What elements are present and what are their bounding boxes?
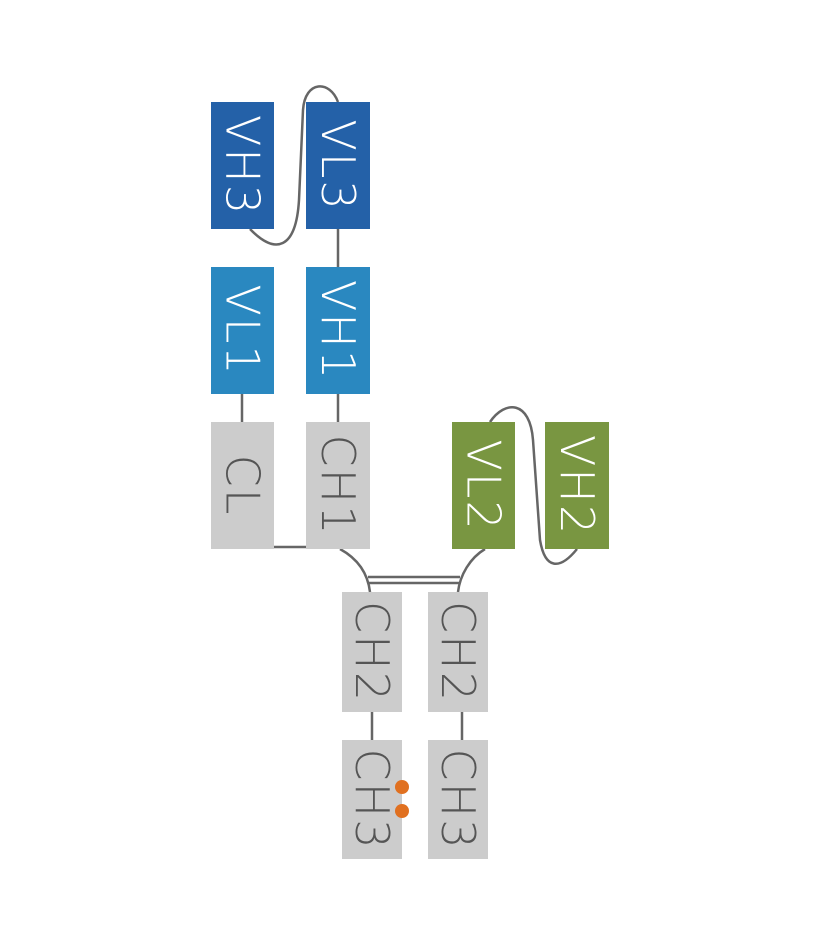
domain-vl1: VL1 <box>211 267 274 394</box>
linker-vh3-vl3 <box>249 85 340 246</box>
domain-box <box>342 740 402 859</box>
hinge-vl2-ch2b <box>456 547 486 593</box>
domain-label: CH2 <box>431 601 485 703</box>
knob-dot-1 <box>395 780 409 794</box>
domain-vh2: VH2 <box>545 422 609 549</box>
domain-ch1: CH1 <box>306 422 370 549</box>
domain-box <box>545 422 609 549</box>
domain-label: CH2 <box>345 601 399 703</box>
domain-ch3a: CH3 <box>342 740 402 859</box>
domain-label: VL3 <box>311 119 365 211</box>
domain-label: CL <box>216 455 270 517</box>
domain-cl: CL <box>211 422 274 549</box>
domain-box <box>452 422 515 549</box>
domain-box <box>306 422 370 549</box>
domain-ch2b: CH2 <box>428 592 488 712</box>
domain-label: CH3 <box>431 749 485 851</box>
domain-box <box>211 102 274 229</box>
domain-vl3: VL3 <box>306 102 370 229</box>
domain-ch3b: CH3 <box>428 740 488 859</box>
domain-label: VL2 <box>457 439 511 531</box>
linker-vl2-vh2 <box>488 406 578 565</box>
domain-vl2: VL2 <box>452 422 515 549</box>
domain-label: VH3 <box>216 115 270 216</box>
knob-dot-2 <box>395 804 409 818</box>
domain-label: VH2 <box>550 435 604 536</box>
domain-ch2a: CH2 <box>342 592 402 712</box>
domain-box <box>211 422 274 549</box>
domain-box <box>428 592 488 712</box>
domain-label: CH3 <box>345 749 399 851</box>
hinge-ch1-ch2a <box>339 547 372 593</box>
domain-box <box>428 740 488 859</box>
domain-vh3: VH3 <box>211 102 274 229</box>
domain-label: VH1 <box>311 280 365 381</box>
domain-box <box>306 267 370 394</box>
domain-label: CH1 <box>311 435 365 537</box>
domain-vh1: VH1 <box>306 267 370 394</box>
domain-box <box>211 267 274 394</box>
domain-box <box>342 592 402 712</box>
domain-box <box>306 102 370 229</box>
domain-label: VL1 <box>216 284 270 376</box>
